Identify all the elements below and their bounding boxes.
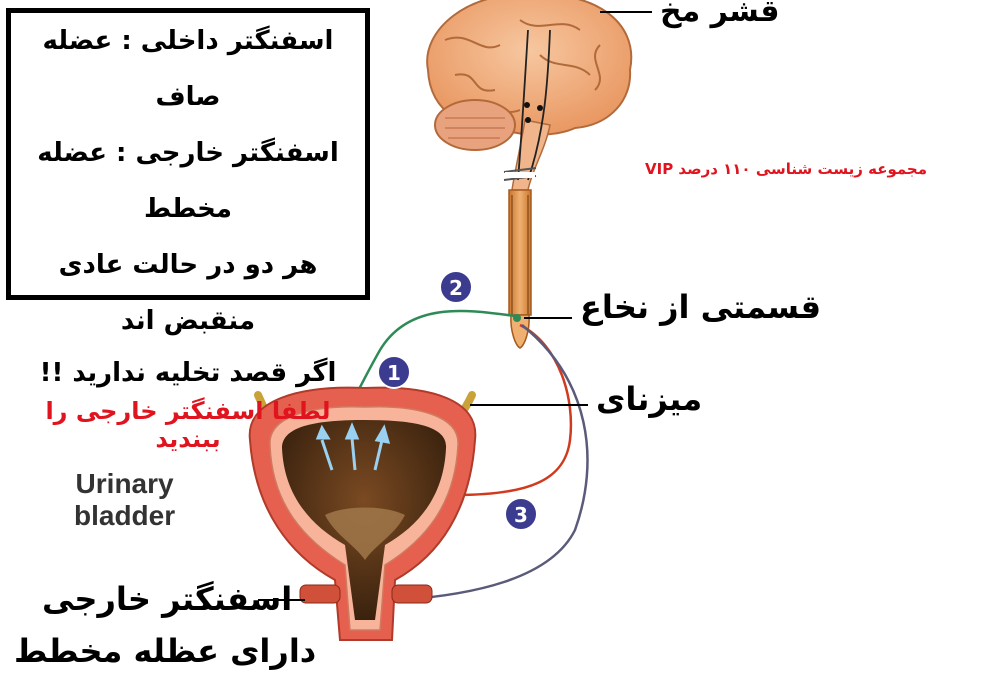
- svg-text:3: 3: [514, 503, 528, 527]
- badge-2: 2: [440, 271, 472, 303]
- info-line-5: لطفا اسفنگتر خارجی را: [11, 397, 365, 425]
- info-box: اسفنگتر داخلی : عضله صاف اسفنگتر خارجی :…: [6, 8, 370, 300]
- info-line-3: هر دو در حالت عادی منقبض اند: [11, 237, 365, 349]
- spinal-cord: [504, 168, 536, 348]
- watermark-text: مجموعه زیست شناسی ۱۱۰ درصد VIP: [645, 160, 927, 178]
- badge-1: 1: [378, 356, 410, 388]
- ureter-label: میزنای: [596, 380, 702, 418]
- motor-path: [455, 325, 571, 495]
- badge-3: 3: [505, 498, 537, 530]
- svg-text:1: 1: [387, 361, 401, 385]
- brain: [427, 0, 631, 190]
- info-line-6: ببندید: [11, 425, 365, 453]
- info-line-1: اسفنگتر داخلی : عضله صاف: [11, 13, 365, 125]
- info-line-2: اسفنگتر خارجی : عضله مخطط: [11, 125, 365, 237]
- svg-text:2: 2: [449, 276, 463, 300]
- striated-muscle-label: دارای عظله مخطط: [14, 632, 316, 670]
- external-sphincter-label: اسفنگتر خارجی: [42, 580, 292, 618]
- info-line-4: اگر قصد تخلیه ندارید !!: [11, 349, 365, 397]
- cortex-label: قشر مخ: [660, 0, 779, 29]
- bladder-label: Urinary bladder: [74, 468, 175, 532]
- spinal-cord-label: قسمتی از نخاع: [580, 288, 821, 326]
